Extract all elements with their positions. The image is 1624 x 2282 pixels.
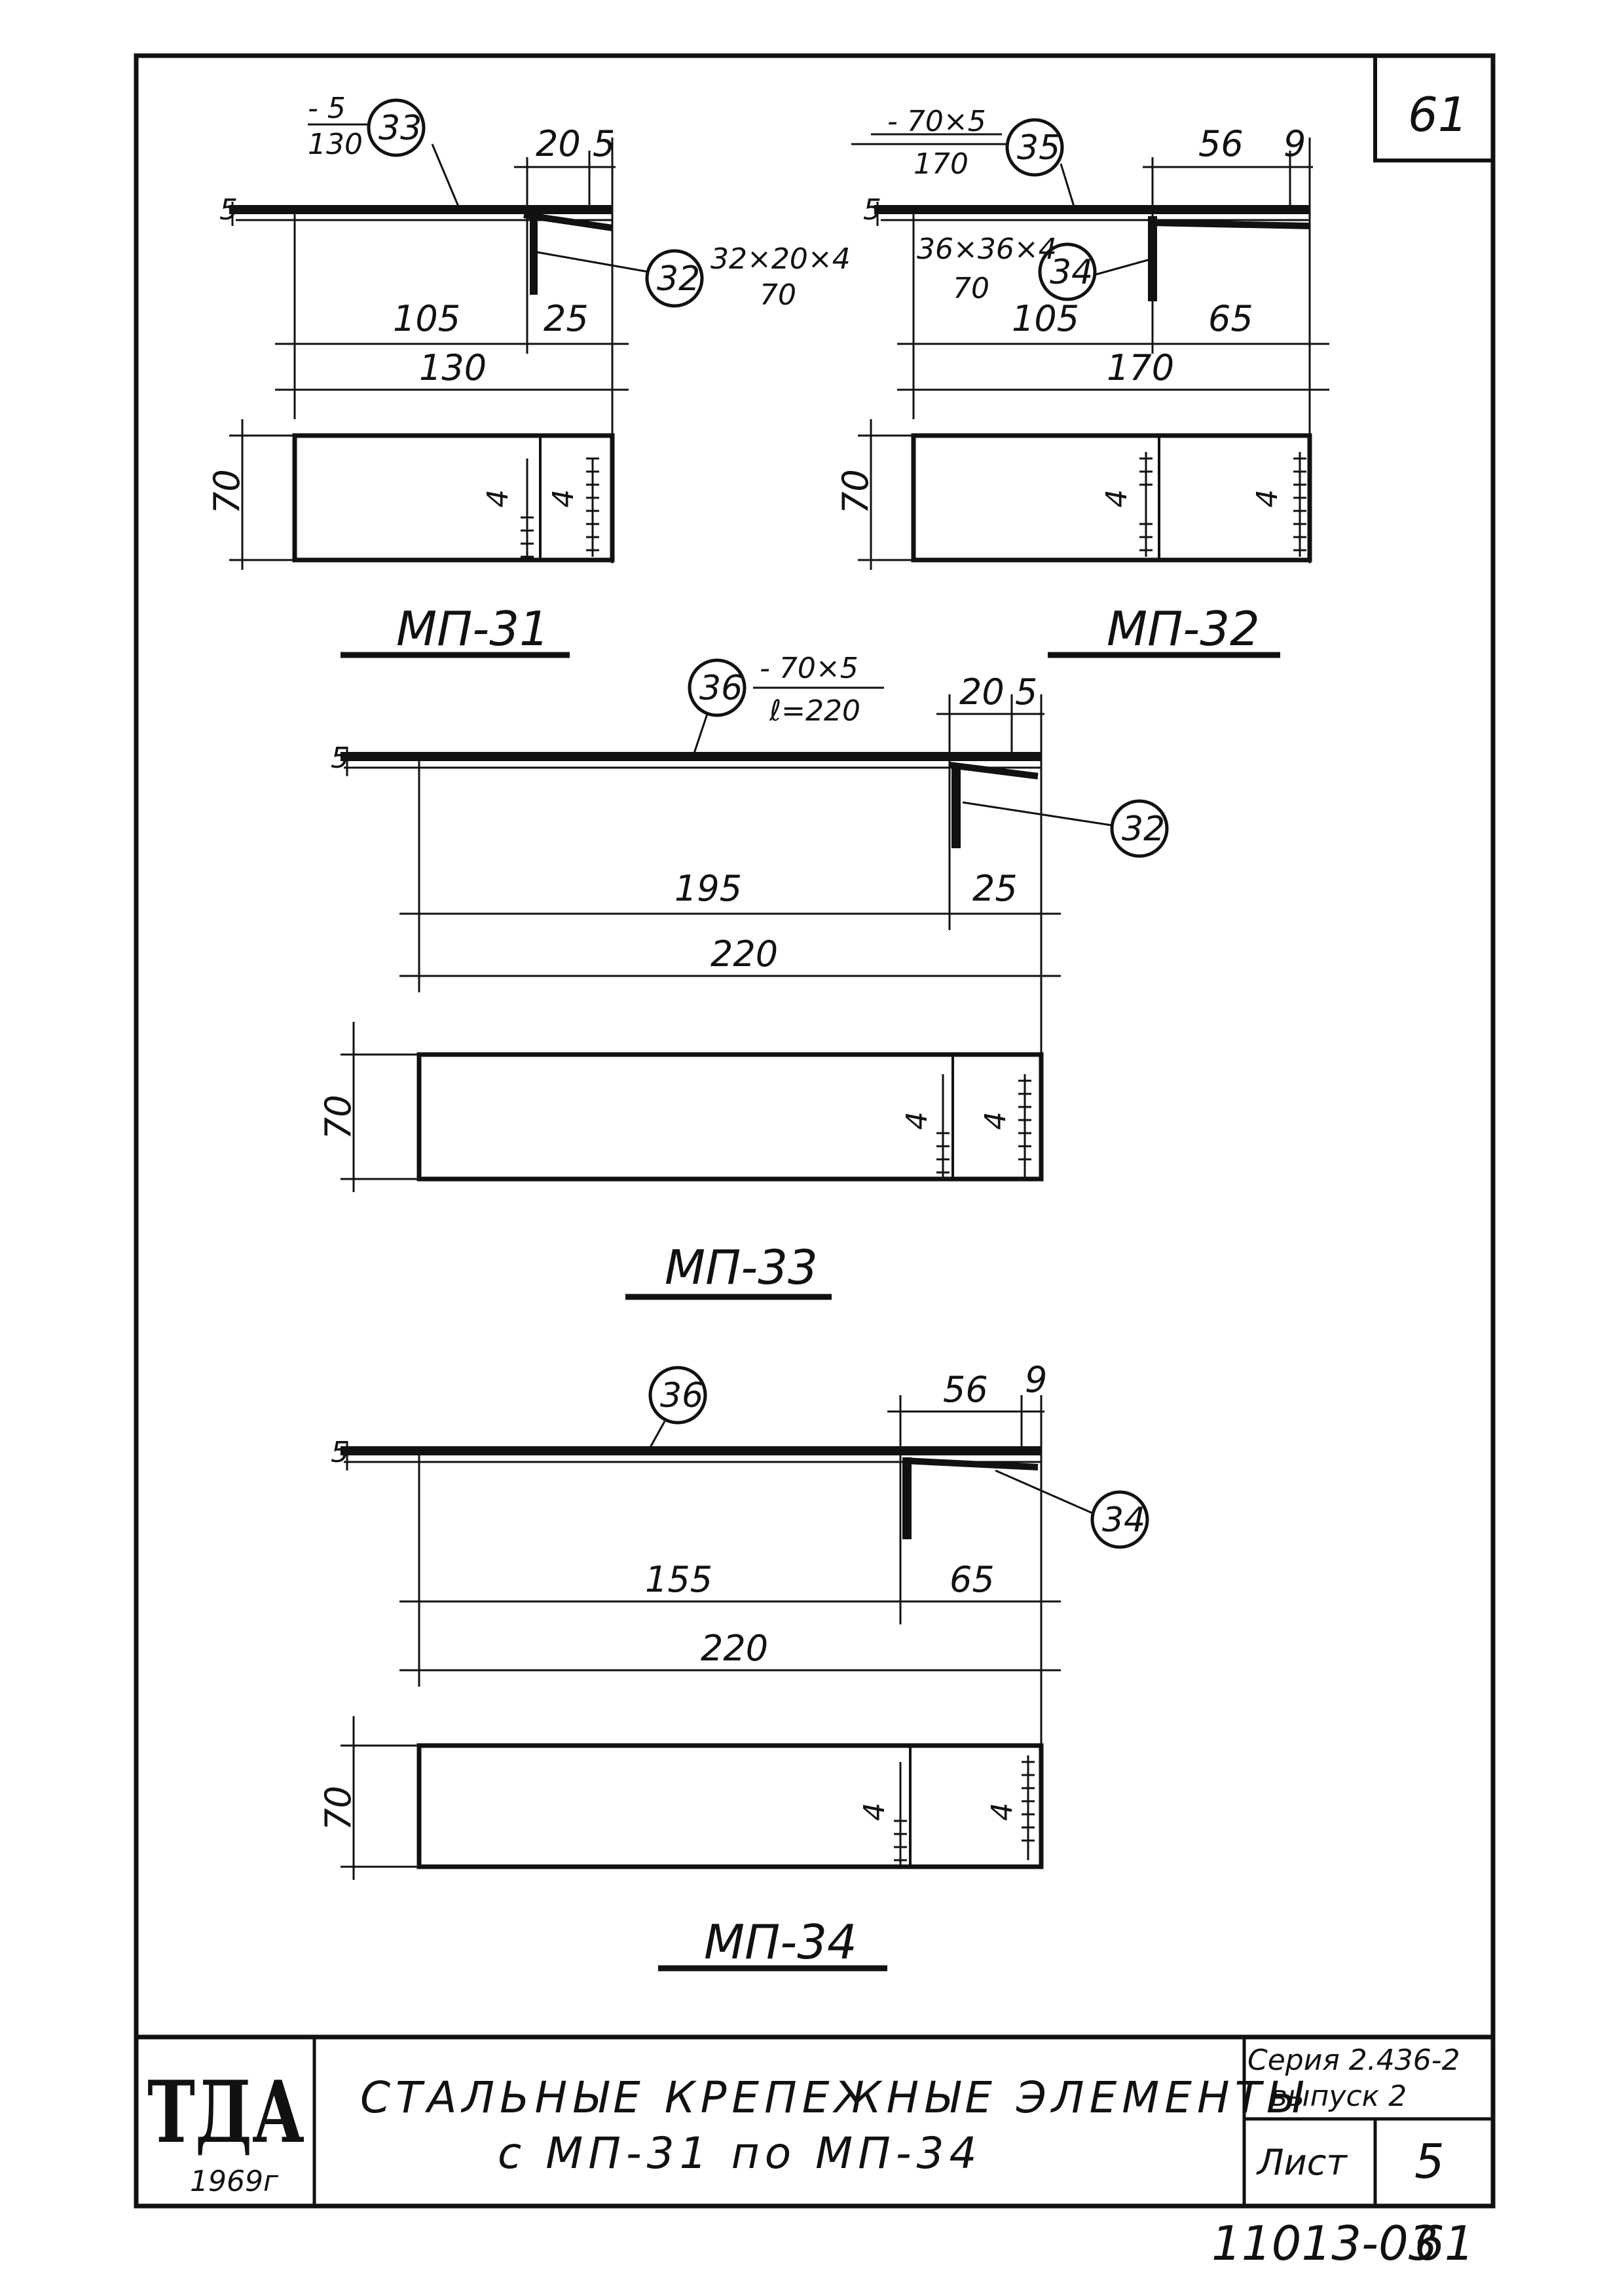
mp34-weld-b: 4	[986, 1803, 1019, 1821]
mp31-dim-thick: 5	[593, 123, 615, 164]
drawing-mp-31	[229, 98, 704, 658]
mp31-dim-plate-thick: 5	[219, 193, 238, 227]
mp33-weld-a: 4	[900, 1112, 934, 1130]
mp31-angle-tag: 32	[657, 259, 700, 299]
sheet-number: 5	[1414, 2134, 1445, 2189]
mp33-angle-tag: 32	[1122, 810, 1165, 849]
mp31-plate-spec-bottom: 130	[308, 128, 363, 161]
mp31-plate-tag: 33	[378, 109, 422, 148]
mp33-plate-spec-top: - 70×5	[760, 652, 858, 685]
mp34-dim-left: 155	[645, 1559, 712, 1600]
mp32-dim-right: 65	[1208, 298, 1253, 339]
mp34-label: МП-34	[704, 1915, 857, 1970]
mp31-angle-spec-bottom: 70	[760, 278, 796, 312]
series-label: Серия 2.436-2	[1247, 2044, 1460, 2077]
mp34-angle-tag: 34	[1102, 1501, 1145, 1540]
mp33-dim-plate-thick: 5	[331, 741, 349, 775]
plate-elevation	[292, 433, 615, 563]
mp31-dim-left: 105	[393, 298, 460, 339]
mp32-dim-plate-thick: 5	[863, 193, 881, 227]
mp31-weld-b: 4	[547, 489, 580, 508]
mp34-dim-height: 70	[318, 1786, 359, 1831]
mp34-dim-total: 220	[701, 1628, 768, 1669]
drawing-mp-33	[341, 658, 1169, 1300]
title-block	[136, 2034, 1493, 2206]
mp31-label: МП-31	[396, 601, 549, 656]
corner-sheet-number: 61	[1408, 87, 1468, 142]
drawing-title-line-1: СТАЛЬНЫЕ КРЕПЕЖНЫЕ ЭЛЕМЕНТЫ	[360, 2072, 1307, 2123]
organization-logo: ТДА	[147, 2062, 304, 2162]
drawing-title-line-2: с МП-31 по МП-34	[498, 2128, 982, 2179]
mp34-dim-flange: 56	[943, 1369, 988, 1410]
position-tag-circle	[645, 249, 704, 308]
mp31-dim-flange: 20	[536, 123, 581, 164]
mp32-plate-tag: 35	[1017, 128, 1060, 168]
footer-page: 61	[1414, 2216, 1475, 2271]
mp32-dim-flange: 56	[1198, 123, 1244, 164]
mp33-dim-height: 70	[318, 1094, 359, 1140]
mp32-angle-tag: 34	[1050, 253, 1093, 292]
mp34-dim-plate-thick: 5	[331, 1436, 349, 1469]
sheet-label: Лист	[1256, 2142, 1348, 2183]
angle-leg-horizontal	[523, 212, 613, 231]
drawing-mp-32	[851, 118, 1329, 658]
mp33-plate-tag: 36	[699, 669, 743, 708]
mp32-label: МП-32	[1107, 601, 1260, 656]
mp34-dim-right: 65	[950, 1559, 995, 1600]
mp33-dim-flange: 20	[959, 671, 1005, 713]
mp32-dim-left: 105	[1012, 298, 1079, 339]
mp33-dim-thick: 5	[1015, 671, 1037, 713]
mp32-dim-total: 170	[1107, 347, 1174, 388]
mp34-dim-thick: 9	[1025, 1359, 1047, 1400]
mp31-weld-a: 4	[481, 489, 515, 508]
mp32-dim-height: 70	[835, 469, 876, 514]
mp32-weld-a: 4	[1100, 489, 1134, 508]
title-block-year: 1969г	[190, 2165, 279, 2198]
mp33-weld-b: 4	[979, 1112, 1012, 1130]
footer-code: 11013-03	[1211, 2216, 1439, 2271]
mp33-label: МП-33	[665, 1240, 818, 1295]
mp33-plate-spec-bottom: ℓ=220	[769, 694, 860, 728]
issue-label: выпуск 2	[1270, 2080, 1407, 2113]
mp33-dim-left: 195	[674, 868, 742, 909]
sheet-frame	[134, 53, 1496, 2209]
mp32-dim-thick: 9	[1283, 123, 1306, 164]
drawing-mp-34	[341, 1366, 1149, 1972]
mp31-angle-spec-top: 32×20×4	[710, 242, 851, 276]
mp32-plate-spec-bottom: 170	[913, 147, 969, 181]
mp32-plate-spec-top: - 70×5	[887, 105, 986, 138]
mp31-plate-spec-top: - 5	[308, 92, 346, 125]
mp33-dim-total: 220	[710, 933, 778, 975]
mp31-dim-right: 25	[544, 298, 589, 339]
mp34-weld-a: 4	[858, 1803, 891, 1821]
mp33-dim-right: 25	[972, 868, 1018, 909]
mp34-plate-tag: 36	[660, 1376, 703, 1415]
position-tag-circle	[367, 98, 426, 157]
mp31-dim-height: 70	[206, 469, 248, 514]
mp31-dim-total: 130	[419, 347, 487, 388]
mp32-angle-spec-bottom: 70	[953, 272, 989, 305]
mp32-weld-b: 4	[1251, 489, 1284, 508]
mp32-angle-spec-top: 36×36×4	[917, 233, 1057, 266]
